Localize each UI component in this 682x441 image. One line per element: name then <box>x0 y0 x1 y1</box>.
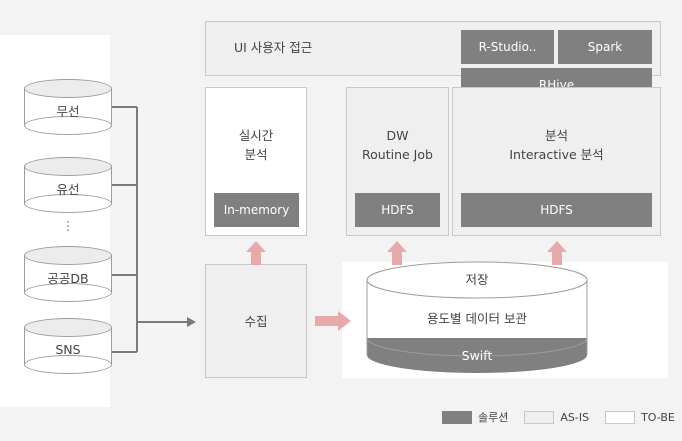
source-wired-label: 유선 <box>56 181 80 197</box>
to-collect-arrowhead <box>187 317 196 327</box>
source-public-db-label: 공공DB <box>47 270 89 286</box>
legend-tobe-swatch <box>605 411 636 424</box>
upward-arrows <box>246 241 567 265</box>
legend-solution-label: 솔루션 <box>478 411 509 424</box>
interactive-label-2: Interactive 분석 <box>509 147 604 162</box>
r-studio-block: R-Studio.. <box>461 30 554 64</box>
ui-access-label: UI 사용자 접근 <box>234 40 313 55</box>
legend-asis-label: AS-IS <box>560 411 590 424</box>
collect-box: 수집 <box>205 264 307 378</box>
interactive-label-1: 분석 <box>544 128 568 143</box>
interactive-hdfs-block: HDFS <box>461 193 652 227</box>
source-sns-label: SNS <box>55 341 81 357</box>
source-public-db: 공공DB <box>24 246 112 302</box>
source-sns-db: SNS <box>24 318 112 374</box>
source-ellipsis: ⋮ <box>61 218 75 233</box>
collect-label: 수집 <box>244 313 268 329</box>
dw-label-1: DW <box>386 128 409 143</box>
storage-top-label: 저장 <box>465 272 489 287</box>
storage-cylinder <box>366 261 588 373</box>
realtime-label-1: 실시간 <box>238 128 274 143</box>
source-connector-lines <box>112 106 188 353</box>
spark-block: Spark <box>558 30 652 64</box>
legend-tobe-label: TO-BE <box>641 411 675 424</box>
dw-hdfs-block: HDFS <box>355 193 440 227</box>
legend: 솔루션 AS-IS TO-BE <box>442 411 675 424</box>
source-wireless-db: 무선 <box>24 79 112 135</box>
in-memory-block: In-memory <box>214 193 299 227</box>
source-wired-db: 유선 <box>24 157 112 213</box>
storage-to-dw-arrow <box>387 241 407 265</box>
storage-to-interactive-arrow <box>547 241 567 265</box>
storage-middle-label: 용도별 데이터 보관 <box>427 311 527 326</box>
collect-to-realtime-arrow <box>246 241 266 265</box>
storage-bottom-label: Swift <box>461 348 493 363</box>
collect-to-storage-arrow <box>315 311 351 331</box>
realtime-label-2: 분석 <box>244 147 268 162</box>
legend-solution-swatch <box>442 411 472 424</box>
source-wireless-label: 무선 <box>56 103 80 119</box>
legend-asis-swatch <box>524 411 555 424</box>
dw-label-2: Routine Job <box>362 147 433 162</box>
